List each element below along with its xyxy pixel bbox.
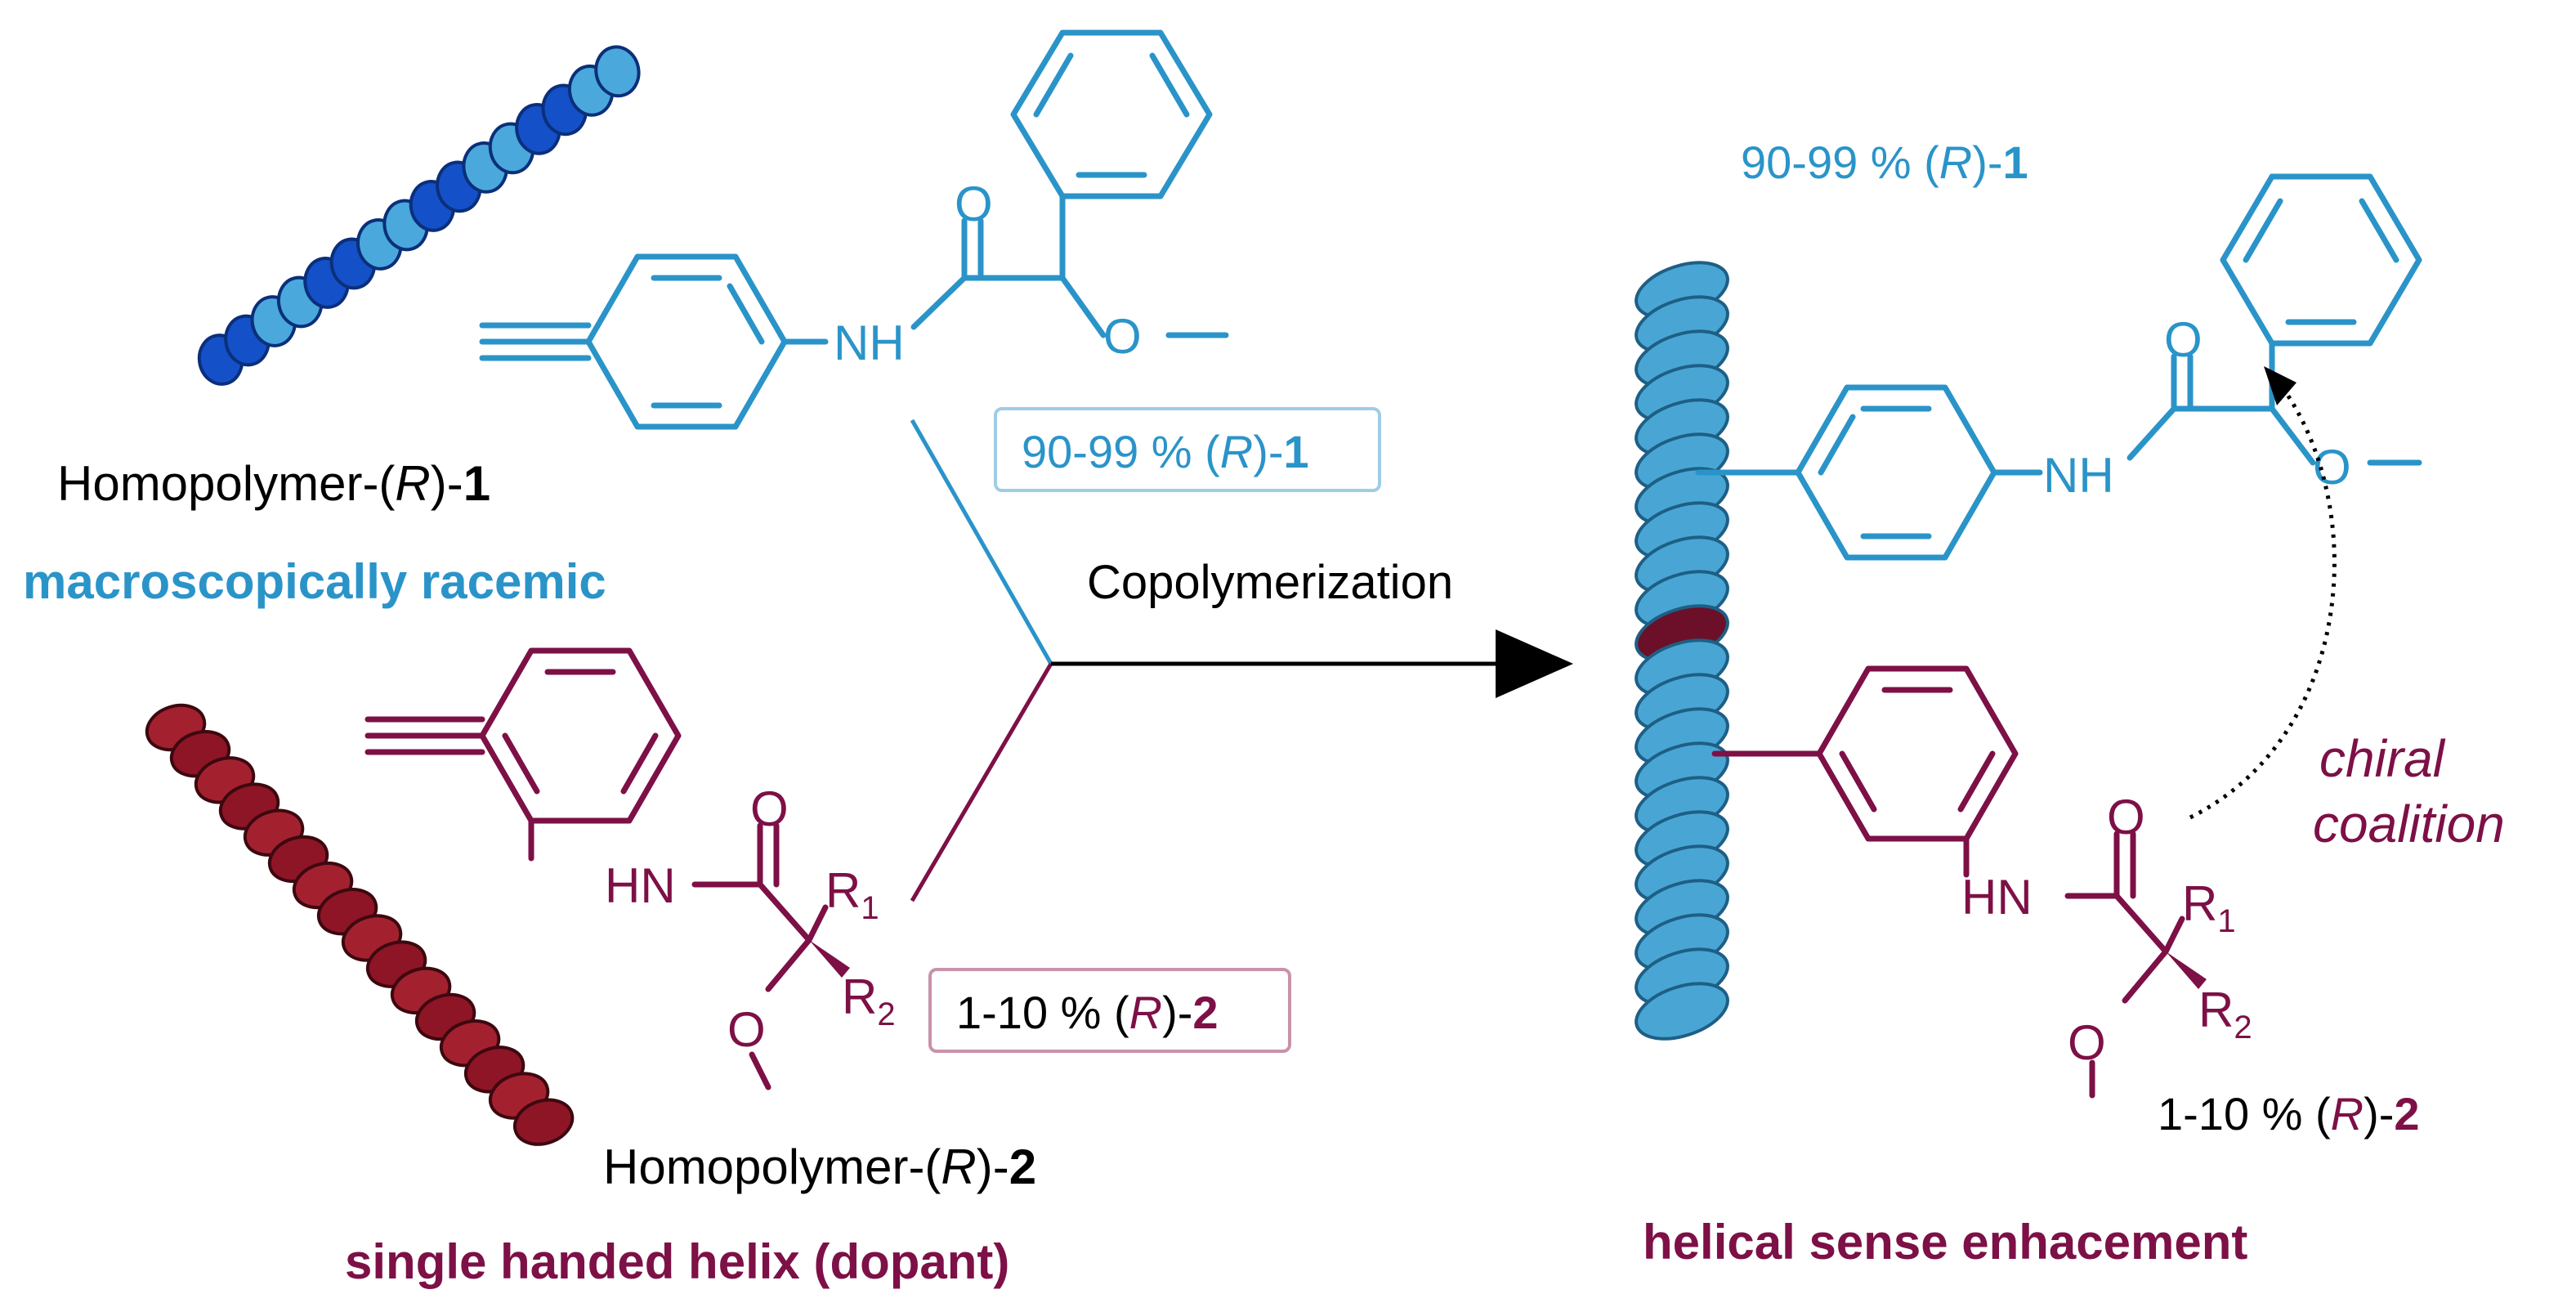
right-pendant-2-atoms: O HN O R1 R2 (1961, 790, 2252, 1070)
copolymer-helix (1635, 261, 1729, 1041)
helix-turn (1635, 982, 1729, 1041)
chiral-coalition-arrowhead (2264, 366, 2296, 405)
helix-turn (512, 1098, 575, 1146)
right-pendant-2-wedge (2166, 952, 2207, 989)
coalition-label: coalition (2313, 795, 2505, 853)
right-O-ether-top: O (2313, 440, 2351, 495)
svg-text:1-10 % (R)-2: 1-10 % (R)-2 (956, 987, 1219, 1038)
right-pendant-2-structure (1711, 665, 2185, 1099)
monomer-1-NH: NH (834, 316, 905, 370)
monomer-1-O: O (955, 177, 993, 231)
right-O-bottom: O (2107, 790, 2145, 844)
right-pendant-1-structure (1695, 173, 2422, 561)
monomer-2-R2: R2 (842, 969, 896, 1032)
monomer-1-ratio-box: 90-99 % (R)-1 (994, 407, 1381, 492)
copolymerization-arrow (910, 419, 1573, 902)
homopolymer-2-label: Homopolymer-(R)-2 (603, 1140, 1036, 1194)
right-pendant-1-atoms: O NH O (2043, 312, 2351, 503)
monomer-1-O-ether: O (1103, 309, 1142, 364)
monomer-2-ratio-box: 1-10 % (R)-2 (928, 968, 1291, 1053)
chiral-label: chiral (2319, 729, 2446, 788)
monomer-2-R1: R1 (825, 863, 879, 926)
helix-turn (594, 45, 641, 98)
right-R1: R1 (2182, 876, 2236, 939)
monomer-1-structure (479, 29, 1229, 430)
monomer-2-O: O (750, 781, 789, 836)
dopant-label: single handed helix (dopant) (345, 1234, 1009, 1289)
right-top-ratio-label: 90-99 % (R)-1 (1741, 137, 2028, 188)
monomer-1-atoms: O NH O (834, 177, 1142, 370)
homopolymer-1-helix (197, 45, 641, 386)
copolymerization-label: Copolymerization (1087, 556, 1453, 609)
racemic-label: macroscopically racemic (23, 554, 606, 609)
monomer-2-wedge (809, 940, 850, 978)
right-bottom-ratio-label: 1-10 % (R)-2 (2158, 1088, 2420, 1140)
homopolymer-1-label: Homopolymer-(R)-1 (57, 456, 490, 511)
monomer-2-atoms: O HN O R1 R2 (605, 781, 896, 1057)
right-HN: HN (1961, 870, 2033, 925)
svg-text:90-99 % (R)-1: 90-99 % (R)-1 (1022, 426, 1309, 477)
monomer-2-O-ether: O (727, 1002, 766, 1057)
chiral-coalition-arrow (2189, 383, 2337, 820)
right-O-top: O (2164, 312, 2203, 367)
right-O-ether-bottom: O (2068, 1015, 2106, 1070)
monomer-2-HN: HN (605, 858, 676, 913)
right-R2: R2 (2198, 983, 2252, 1046)
monomer-2-structure (364, 647, 829, 1090)
enhancement-label: helical sense enhacement (1643, 1215, 2247, 1269)
right-NH: NH (2043, 448, 2114, 503)
homopolymer-2-helix (145, 703, 575, 1146)
